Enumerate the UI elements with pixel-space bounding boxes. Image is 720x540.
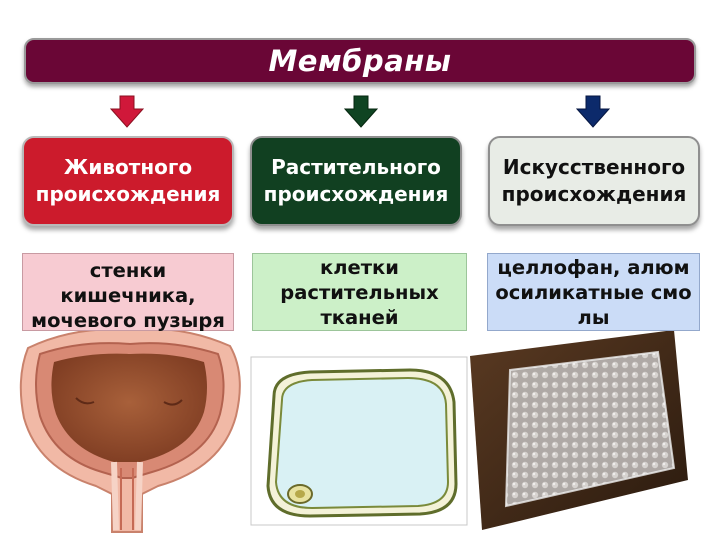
arrow-down-icon-animal — [110, 95, 144, 128]
example-animal: стенки кишечника, мочевого пузыря — [22, 253, 234, 332]
page-title: Мембраны — [268, 44, 452, 78]
example-artificial: целлофан, алюмосиликатные смолы — [487, 253, 700, 331]
example-animal-text: стенки кишечника, мочевого пузыря — [31, 258, 225, 332]
arrow-down-icon-plant — [344, 95, 378, 128]
arrow-down-icon-artificial — [576, 95, 610, 128]
category-animal-label: Животного происхождения — [35, 155, 221, 206]
example-plant: клетки растительных тканей — [252, 253, 467, 331]
title-banner: Мембраны — [24, 38, 696, 84]
category-artificial: Искусственного происхождения — [488, 136, 700, 226]
category-plant-label: Растительного происхождения — [263, 155, 449, 206]
category-animal: Животного происхождения — [22, 136, 234, 226]
cellophane-film-photo — [470, 330, 688, 530]
example-artificial-text: целлофан, алюмосиликатные смолы — [495, 255, 692, 329]
plant-cell-illustration — [250, 356, 468, 526]
category-artificial-label: Искусственного происхождения — [501, 155, 687, 206]
bladder-illustration — [19, 327, 241, 533]
category-plant: Растительного происхождения — [250, 136, 462, 226]
example-plant-text: клетки растительных тканей — [280, 255, 439, 329]
